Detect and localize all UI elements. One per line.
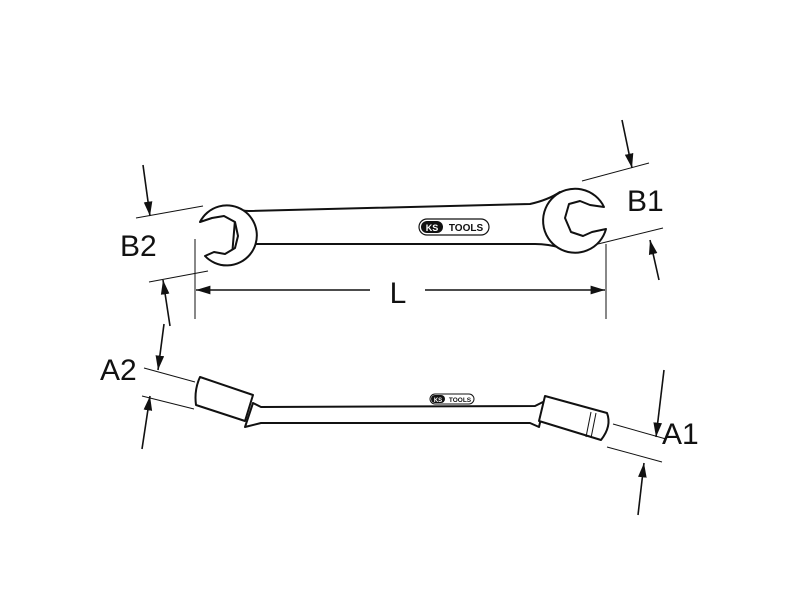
- dimension-b2: B2: [120, 164, 209, 327]
- brand-logo-side: KS TOOLS: [429, 393, 475, 405]
- brand-logo-top: KS TOOLS: [418, 218, 490, 236]
- left-socket: [194, 376, 254, 422]
- side-shank: [244, 400, 546, 428]
- right-flare-head: [542, 187, 607, 254]
- dimension-a2: A2: [100, 323, 196, 450]
- wrench-top-view: KS TOOLS: [199, 187, 607, 267]
- logo-ks: KS: [426, 223, 439, 233]
- label-a1: A1: [662, 418, 699, 451]
- right-socket: [538, 395, 610, 441]
- label-b2: B2: [120, 230, 157, 263]
- logo-ks-side: KS: [434, 398, 442, 404]
- dimension-l: L: [194, 239, 607, 319]
- logo-tools-side: TOOLS: [449, 397, 472, 404]
- dimension-a1: A1: [606, 369, 699, 516]
- logo-tools: TOOLS: [449, 223, 484, 234]
- left-flare-head: [199, 204, 258, 267]
- label-b1: B1: [627, 185, 664, 218]
- label-l: L: [390, 277, 407, 310]
- wrench-shank: [231, 191, 563, 257]
- dimension-b1: B1: [581, 119, 664, 281]
- wrench-side-view: KS TOOLS: [194, 376, 610, 441]
- label-a2: A2: [100, 354, 137, 387]
